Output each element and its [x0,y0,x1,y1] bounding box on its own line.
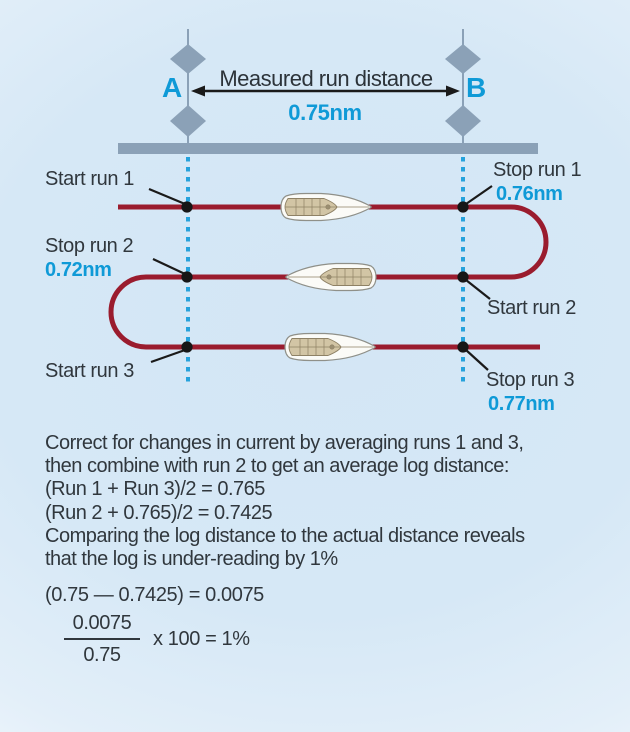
stop-run-1-value: 0.76nm [496,183,563,205]
explanation-line: that the log is under-reading by 1% [45,548,338,571]
stop-run-2-value: 0.72nm [45,259,112,281]
yacht-run3-icon [284,332,376,362]
start-run-3-label: Start run 3 [45,360,134,382]
transit-mark-b-label: B [466,72,486,103]
start-run-1-label: Start run 1 [45,168,134,190]
fraction-bar [64,638,140,640]
shore-wall [118,143,538,154]
waypoint-start-run1 [181,201,193,213]
waypoint-start-run2 [457,271,469,283]
measured-run-distance-label: Measured run distance [219,66,433,91]
explanation-line: Correct for changes in current by averag… [45,432,524,454]
yacht-run2-icon [285,262,377,292]
measured-run-distance-value: 0.75nm [288,100,362,125]
difference-formula: (0.75 — 0.7425) = 0.0075 [45,584,264,606]
stop-run-2-label: Stop run 2 [45,235,134,257]
waypoint-dots [181,201,469,353]
fraction-denominator: 0.75 [83,644,121,666]
stop-run-1-label: Stop run 1 [493,159,582,181]
pointer-lines [148,185,493,371]
start-run-2-label: Start run 2 [487,297,576,319]
explanation-line: (Run 2 + 0.765)/2 = 0.7425 [45,501,273,524]
fraction-multiplier: x 100 = 1% [153,628,250,650]
stop-run-3-value: 0.77nm [488,393,555,415]
diamond-topmark-icon [170,44,206,74]
fraction: 0.0075 0.75 [64,612,140,667]
waypoint-stop-run1 [457,201,469,213]
explanation-line: then combine with run 2 to get an averag… [45,455,509,478]
distance-arrow [191,85,460,97]
yacht-run1-icon [280,192,372,222]
diamond-topmark-icon [445,105,481,137]
diamond-topmark-icon [445,44,481,74]
waypoint-stop-run2 [181,271,193,283]
waypoint-stop-run3 [457,341,469,353]
transit-mark-a-label: A [162,72,182,103]
explanation-text: Correct for changes in current by averag… [45,432,605,571]
explanation-line: Comparing the log distance to the actual… [45,524,525,547]
explanation-line: (Run 1 + Run 3)/2 = 0.765 [45,478,265,501]
fraction-numerator: 0.0075 [72,612,132,634]
stop-run-3-label: Stop run 3 [486,369,575,391]
percentage-formula: 0.0075 0.75 x 100 = 1% [64,612,250,667]
diamond-topmark-icon [170,105,206,137]
waypoint-start-run3 [181,341,193,353]
